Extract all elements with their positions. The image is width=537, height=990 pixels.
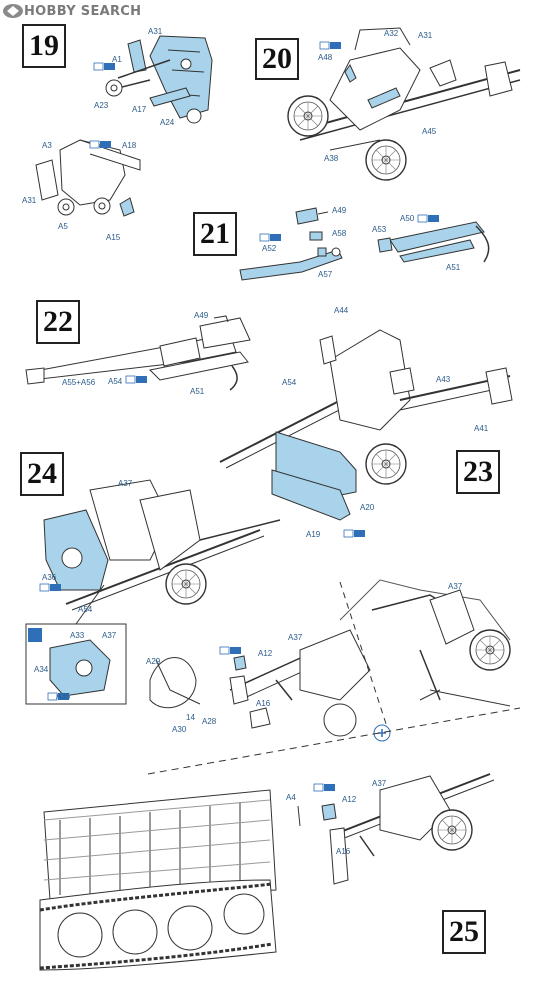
step-number-21: 21 xyxy=(193,212,237,256)
part-label: A38 xyxy=(324,154,339,163)
part-label: A51 xyxy=(446,263,461,272)
part-label: A43 xyxy=(436,375,451,384)
part-label: A18 xyxy=(122,141,137,150)
step-number-24: 24 xyxy=(20,452,64,496)
step-number-23: 23 xyxy=(456,450,500,494)
part-label: A3 xyxy=(42,141,52,150)
part-label: A45 xyxy=(422,127,437,136)
cement-icon xyxy=(93,62,116,71)
part-label: A12 xyxy=(342,795,357,804)
part-label: A16 xyxy=(256,699,271,708)
step-21-drawing xyxy=(239,207,490,281)
part-label: A31 xyxy=(418,31,433,40)
step-19-drawing xyxy=(35,35,213,217)
part-label: A54 xyxy=(108,377,123,386)
part-label: A49 xyxy=(194,311,209,320)
step-23-drawing xyxy=(219,329,513,521)
part-label: A58 xyxy=(332,229,347,238)
cement-icon xyxy=(39,583,62,592)
part-label: A48 xyxy=(318,53,333,62)
part-label: A37 xyxy=(118,479,133,488)
part-label: A30 xyxy=(172,725,187,734)
part-label: A54 xyxy=(78,605,93,614)
part-label: A37 xyxy=(288,633,303,642)
part-label: A37 xyxy=(372,779,387,788)
part-label: A37 xyxy=(102,631,117,640)
part-label: A12 xyxy=(258,649,273,658)
step-number-25: 25 xyxy=(442,910,486,954)
hobby-search-logo: HOBBY SEARCH xyxy=(2,2,141,20)
part-label: A57 xyxy=(318,270,333,279)
part-label: A31 xyxy=(22,196,37,205)
part-label: A15 xyxy=(106,233,121,242)
part-label: A19 xyxy=(306,530,321,539)
part-label: A23 xyxy=(94,101,109,110)
part-label: A28 xyxy=(202,717,217,726)
part-label: A37 xyxy=(448,582,463,591)
part-label: A49 xyxy=(332,206,347,215)
part-label: A4 xyxy=(286,793,296,802)
cement-icon xyxy=(219,646,242,655)
step-22-drawing xyxy=(25,315,251,391)
cement-icon xyxy=(343,529,366,538)
part-label: A53 xyxy=(372,225,387,234)
step-number-19: 19 xyxy=(22,24,66,68)
step-number-22: 22 xyxy=(36,300,80,344)
part-label: A33 xyxy=(70,631,85,640)
part-label: A5 xyxy=(58,222,68,231)
step-number-20: 20 xyxy=(255,38,299,80)
part-label: A52 xyxy=(262,244,277,253)
part-labels: A31 A1 A23 A17 A24 A3 A18 A31 A5 A15 A48… xyxy=(22,27,489,856)
part-label: A54 xyxy=(282,378,297,387)
part-label: A44 xyxy=(334,306,349,315)
part-label: 14 xyxy=(186,713,195,722)
part-label: A31 xyxy=(148,27,163,36)
cement-icon xyxy=(125,375,148,384)
cement-icon xyxy=(89,140,112,149)
part-label: A41 xyxy=(474,424,489,433)
part-label: A24 xyxy=(160,118,175,127)
part-label: A36 xyxy=(42,573,57,582)
part-label: A1 xyxy=(112,55,122,64)
part-label: A16 xyxy=(336,847,351,856)
part-label: A35 xyxy=(56,692,71,701)
step-25-drawing xyxy=(39,773,495,971)
part-label: A50 xyxy=(400,214,415,223)
step-20-drawing xyxy=(287,27,521,181)
cement-icon xyxy=(417,214,440,223)
step-24-drawing xyxy=(25,479,281,705)
part-label: A29 xyxy=(146,657,161,666)
part-label: A17 xyxy=(132,105,147,114)
step-mid-drawing xyxy=(147,579,521,775)
part-label: A55+A56 xyxy=(62,378,96,387)
cement-icon xyxy=(319,41,342,50)
part-label: A34 xyxy=(34,665,49,674)
logo-text: HOBBY SEARCH xyxy=(24,3,142,19)
part-label: A32 xyxy=(384,29,399,38)
part-label: A51 xyxy=(190,387,205,396)
hobby-search-emblem-icon xyxy=(3,4,23,18)
part-label: A20 xyxy=(360,503,375,512)
cement-icon xyxy=(259,233,282,242)
cement-icon xyxy=(313,783,336,792)
